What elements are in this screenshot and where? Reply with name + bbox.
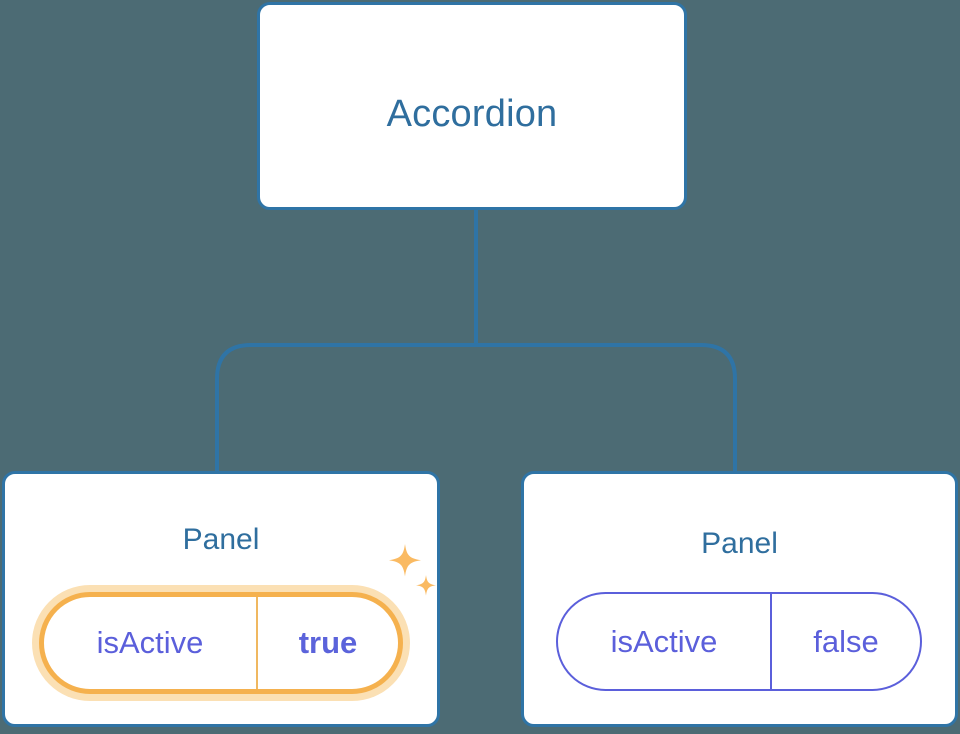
- prop-pill-isactive-true[interactable]: isActive true: [39, 592, 403, 694]
- node-accordion[interactable]: Accordion: [257, 2, 687, 210]
- node-panel-inactive-title: Panel: [701, 527, 778, 560]
- prop-value-false: false: [770, 594, 920, 689]
- prop-value-true: true: [256, 597, 398, 689]
- connector-branch-left: [215, 343, 476, 473]
- prop-pill-isactive-false[interactable]: isActive false: [556, 592, 922, 691]
- prop-key-isactive: isActive: [610, 623, 718, 659]
- node-panel-active-title: Panel: [182, 523, 260, 556]
- node-accordion-title: Accordion: [386, 93, 558, 135]
- prop-key-isactive: isActive: [96, 625, 204, 660]
- connector-branch-right: [476, 343, 737, 473]
